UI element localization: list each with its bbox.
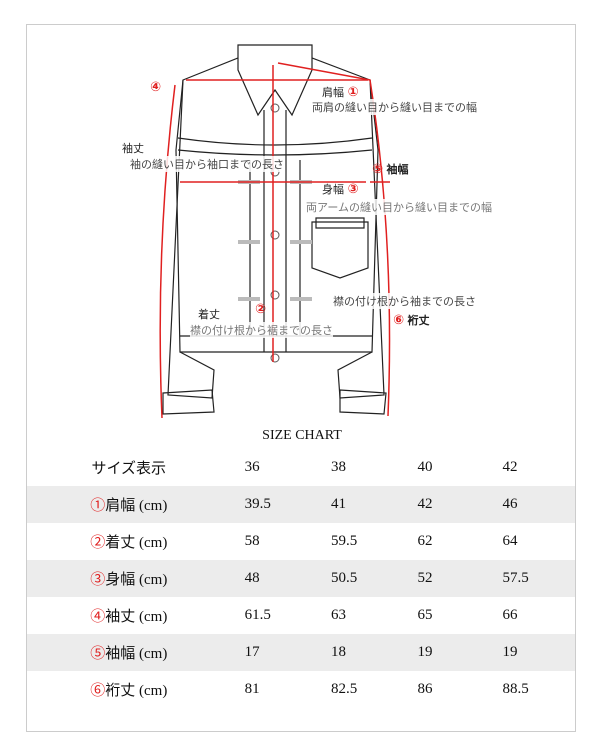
cell-value: 41 bbox=[331, 496, 347, 512]
cell-value: 17 bbox=[244, 644, 260, 660]
cell-value: 82.5 bbox=[331, 681, 358, 697]
cell-value: 42 bbox=[417, 496, 433, 512]
row-label: 身幅 (cm) bbox=[105, 572, 168, 588]
size-header: 36 bbox=[244, 459, 260, 475]
yuki-label: ⑥ 裄丈 bbox=[393, 313, 430, 328]
sleeve-num: ④ bbox=[150, 80, 162, 95]
size-chart-frame bbox=[26, 24, 576, 732]
cell-value: 81 bbox=[244, 681, 260, 697]
row-label: 袖幅 (cm) bbox=[105, 646, 168, 662]
cell-value: 52 bbox=[417, 570, 433, 586]
cell-value: 50.5 bbox=[331, 570, 358, 586]
row-label: 着丈 (cm) bbox=[105, 535, 168, 551]
shoulder-desc: 両肩の縫い目から縫い目までの幅 bbox=[312, 99, 477, 115]
size-header: 38 bbox=[331, 459, 347, 475]
size-chart-title: SIZE CHART bbox=[262, 428, 342, 443]
header-label: サイズ表示 bbox=[91, 461, 167, 477]
cell-value: 61.5 bbox=[244, 607, 271, 623]
cell-value: 65 bbox=[417, 607, 433, 623]
length-desc: 襟の付け根から裾までの長さ bbox=[190, 322, 333, 338]
length-label: 着丈 bbox=[198, 308, 220, 321]
table-header-row: サイズ表示 36 38 40 42 bbox=[27, 449, 575, 486]
row-label: 裄丈 (cm) bbox=[105, 683, 168, 699]
row-label: 肩幅 (cm) bbox=[105, 498, 168, 514]
cell-value: 18 bbox=[331, 644, 347, 660]
size-header: 40 bbox=[417, 459, 433, 475]
cell-value: 48 bbox=[244, 570, 260, 586]
shoulder-label: 肩幅 ① bbox=[322, 85, 359, 100]
cell-value: 46 bbox=[502, 496, 518, 512]
chest-desc: 両アームの縫い目から縫い目までの幅 bbox=[306, 199, 493, 215]
cell-value: 62 bbox=[417, 533, 433, 549]
sleeve-desc: 袖の縫い目から袖口までの長さ bbox=[130, 156, 284, 172]
row-label: 袖丈 (cm) bbox=[105, 609, 168, 625]
chest-label: 身幅 ③ bbox=[322, 182, 359, 197]
length-num: ② bbox=[255, 302, 267, 317]
cell-value: 64 bbox=[502, 533, 518, 549]
cell-value: 86 bbox=[417, 681, 433, 697]
cell-value: 58 bbox=[244, 533, 260, 549]
cell-value: 66 bbox=[502, 607, 518, 623]
sleeve-label: 袖丈 bbox=[122, 142, 144, 155]
cell-value: 63 bbox=[331, 607, 347, 623]
cell-value: 39.5 bbox=[244, 496, 271, 512]
cell-value: 19 bbox=[417, 644, 433, 660]
size-header: 42 bbox=[502, 459, 518, 475]
cell-value: 19 bbox=[502, 644, 518, 660]
cell-value: 59.5 bbox=[331, 533, 358, 549]
jacket-diagram bbox=[159, 44, 391, 419]
sleeve-width-label: ⑤ 袖幅 bbox=[372, 162, 409, 177]
cell-value: 88.5 bbox=[502, 681, 529, 697]
yuki-desc: 襟の付け根から袖までの長さ bbox=[333, 293, 476, 309]
cell-value: 57.5 bbox=[502, 570, 529, 586]
